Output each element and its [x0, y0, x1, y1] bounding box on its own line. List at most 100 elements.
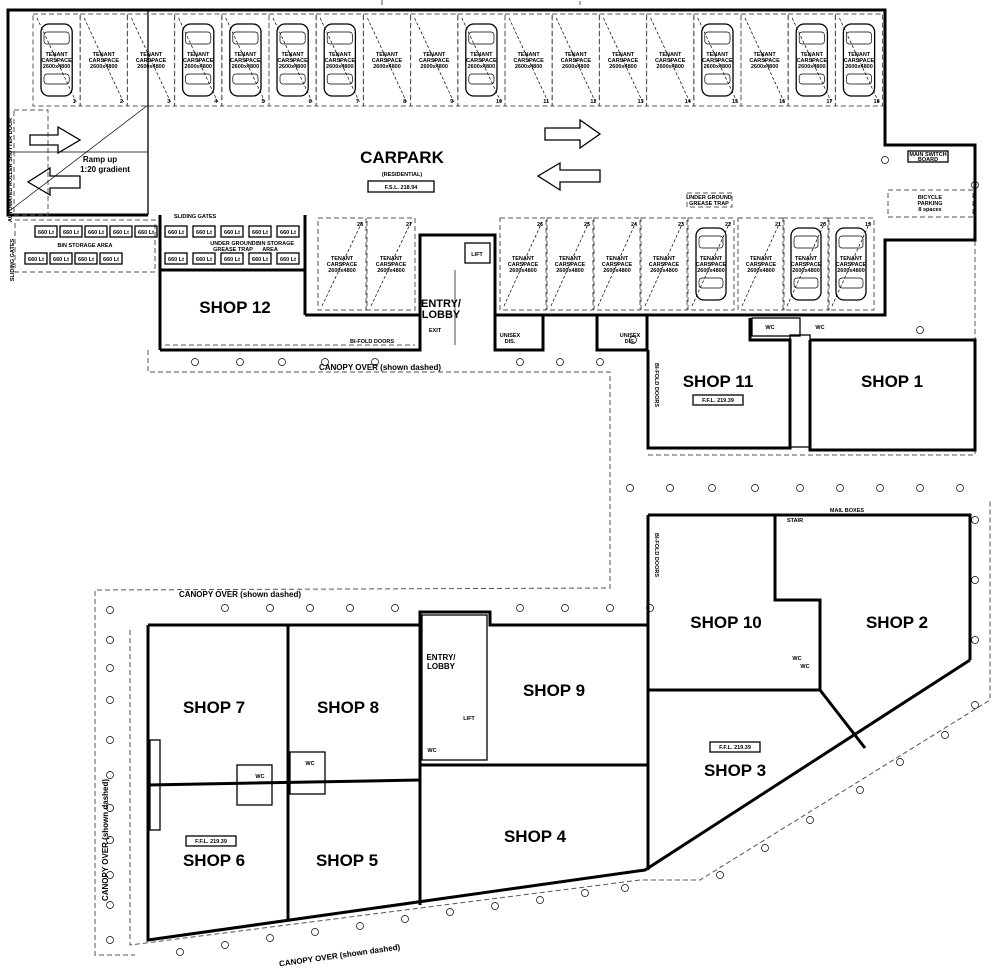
column-icon [629, 336, 637, 344]
columns [106, 156, 979, 956]
carspace-label: CARSPACE [230, 58, 261, 64]
bin-icon: 660 Lt [276, 225, 300, 238]
shop-5-label[interactable]: SHOP 5 [316, 851, 378, 870]
carspace-label: CARSPACE [555, 262, 586, 268]
carspace-number: 4 [214, 99, 218, 105]
car-icon [835, 227, 867, 301]
bin-label: 660 Lt [38, 230, 54, 236]
bin-icon: 660 Lt [248, 252, 272, 265]
carspace-label: TENANT [565, 52, 588, 58]
shop-8-label[interactable]: SHOP 8 [317, 698, 379, 717]
carspace-label: 2600x4800 [43, 64, 71, 70]
shop-3-label[interactable]: SHOP 3 [704, 761, 766, 780]
carspace-label: TENANT [848, 52, 871, 58]
shop-7-label[interactable]: SHOP 7 [183, 698, 245, 717]
bin-label: 660 Lt [196, 257, 212, 263]
carspace-number: 8 [403, 99, 406, 105]
column-icon [516, 358, 524, 366]
carspace-label: CARSPACE [602, 262, 633, 268]
carspace-label: 2600x4800 [792, 268, 820, 274]
column-icon [971, 636, 979, 644]
carspace-label: CARSPACE [372, 58, 403, 64]
column-icon [106, 804, 114, 812]
entry-lobby-label-lower: ENTRY/ [426, 653, 456, 662]
wc-label: WC [792, 656, 801, 662]
wc-label: WC [305, 761, 314, 767]
canopy-label: CANOPY OVER (shown dashed) [101, 779, 110, 901]
shop-1-label[interactable]: SHOP 1 [861, 372, 923, 391]
column-icon [971, 576, 979, 584]
carspace-label: TENANT [380, 256, 403, 262]
column-icon [971, 181, 979, 189]
carspace-label: 2600x4800 [509, 268, 537, 274]
bin-icon: 660 Lt [24, 252, 48, 265]
carspace-label: CARSPACE [376, 262, 407, 268]
bin-icon: 660 Lt [109, 225, 133, 238]
carspace-label: TENANT [606, 256, 629, 262]
entry-lobby-label-2: LOBBY [422, 309, 461, 321]
carspace-label: CARSPACE [797, 58, 828, 64]
carspace-number: 12 [590, 99, 596, 105]
carspace-label: TENANT [653, 256, 676, 262]
shop-3-ffl: F.F.L. 219.39 [719, 745, 751, 751]
carspace-label: CARSPACE [702, 58, 733, 64]
roller-door-label: AUTOMATED ROLLER SHUTTER DOOR [8, 118, 14, 222]
carspace-number: 5 [261, 99, 264, 105]
carspace-label: CARSPACE [325, 58, 356, 64]
bin-label: 660 Lt [28, 257, 44, 263]
entry-lobby-label: ENTRY/ [421, 298, 461, 310]
ramp-gradient: 1:20 gradient [80, 165, 130, 174]
car-icon [795, 23, 829, 97]
column-icon [881, 156, 889, 164]
carspace-label: 2600x4800 [515, 64, 543, 70]
bin-icon: 660 Lt [220, 225, 244, 238]
column-icon [606, 604, 614, 612]
bin-label: 660 Lt [138, 230, 154, 236]
carspace-label: 2600x4800 [90, 64, 118, 70]
bin-label: 660 Lt [168, 257, 184, 263]
column-icon [716, 871, 724, 879]
shop-11-label[interactable]: SHOP 11 [683, 372, 754, 391]
column-icon [836, 484, 844, 492]
grease-trap-label-2: GREASE TRAP [213, 247, 253, 253]
shop-6-label[interactable]: SHOP 6 [183, 851, 245, 870]
carspace-number: 6 [309, 99, 312, 105]
shop-10-label[interactable]: SHOP 10 [690, 613, 762, 632]
canopy-outline [94, 0, 991, 956]
grease-trap-label-4: GREASE TRAP [689, 201, 729, 207]
carspace-label: TENANT [281, 52, 304, 58]
carspace-label: CARSPACE [749, 58, 780, 64]
shop-2-label[interactable]: SHOP 2 [866, 613, 928, 632]
lift-label: LIFT [463, 716, 475, 722]
bin-icon: 660 Lt [74, 252, 98, 265]
column-icon [556, 358, 564, 366]
carspace-label: 2600x4800 [798, 64, 826, 70]
arrow-left-icon [26, 166, 81, 197]
carspace-label: CARSPACE [136, 58, 167, 64]
bin-icon: 660 Lt [164, 252, 188, 265]
carspace-label: 2600x4800 [137, 64, 165, 70]
ramp-label: Ramp up [83, 155, 117, 164]
shop-12-label[interactable]: SHOP 12 [199, 298, 271, 317]
shop-4-label[interactable]: SHOP 4 [504, 827, 567, 846]
shop-9-label[interactable]: SHOP 9 [523, 681, 585, 700]
bin-icon: 660 Lt [134, 225, 158, 238]
carspace-label: 2600x4800 [704, 64, 732, 70]
carspace-label: TENANT [753, 52, 776, 58]
carspace-label: 2600x4800 [562, 64, 590, 70]
column-icon [806, 816, 814, 824]
column-icon [446, 908, 454, 916]
carspace-label: CARSPACE [561, 58, 592, 64]
canopy-label: CANOPY OVER (shown dashed) [319, 363, 441, 372]
